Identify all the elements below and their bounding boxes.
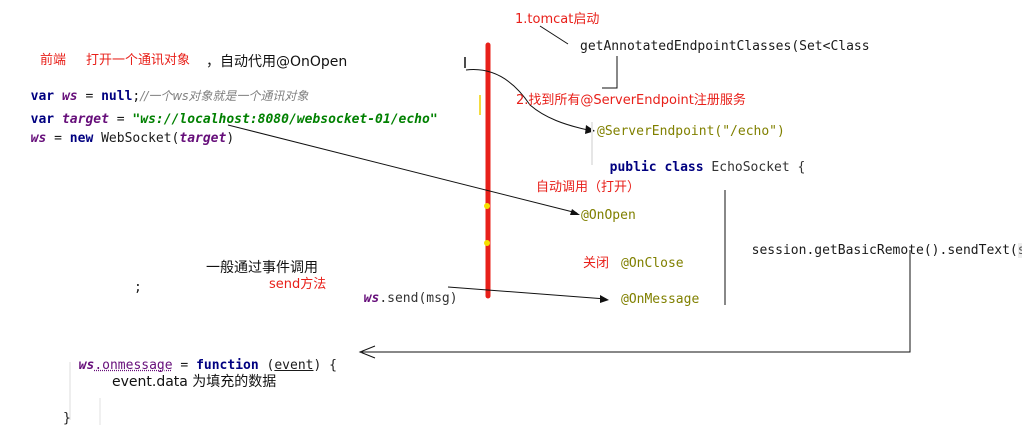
js-line-3: ws = new WebSocket(target): [30, 131, 235, 146]
arrow-sendtext: [362, 250, 911, 353]
arrow-send: [447, 286, 607, 300]
send-method-label: send方法: [269, 277, 327, 292]
get-endpoints-call: getAnnotatedEndpointClasses(Set<Class: [580, 39, 870, 54]
step2-label: 2.找到所有@ServerEndpoint注册服务: [516, 93, 746, 108]
close-brace: }: [63, 411, 71, 426]
js-line-1: var ws = null;//一个ws对象就是一个通讯对象: [30, 89, 309, 104]
arrow-step2: [602, 56, 618, 89]
arrow-startup: [539, 25, 569, 45]
step1-label: 1.tomcat启动: [515, 12, 600, 27]
on-open-annotation: @OnOpen: [581, 208, 636, 223]
on-message-annotation: @OnMessage: [621, 292, 700, 307]
arrow-open: [227, 124, 578, 214]
send-text-call: session.getBasicRemote().sendText(s: [736, 231, 1022, 258]
on-close-annotation: @OnClose: [621, 256, 684, 271]
class-declaration: public class EchoSocket {: [609, 160, 806, 175]
timeline-marker: [484, 240, 490, 246]
server-endpoint-annotation: @ServerEndpoint("/echo"): [597, 124, 785, 139]
timeline-marker: [484, 203, 490, 209]
onmessage-handler: ws.onmessage = function (event) {: [78, 358, 337, 373]
frontend-note-red: 打开一个通讯对象: [86, 53, 191, 68]
frontend-note-black: ，自动代用@OnOpen: [206, 54, 348, 70]
event-data-note: event.data 为填充的数据: [112, 374, 277, 390]
stray-semicolon: ;: [134, 280, 142, 295]
js-line-2: var target = "ws://localhost:8080/websoc…: [30, 112, 438, 127]
event-note: 一般通过事件调用: [206, 260, 318, 276]
on-close-label: 关闭: [583, 256, 610, 271]
frontend-label: 前端: [40, 53, 67, 68]
arrow-register: [465, 69, 589, 131]
on-open-label: 自动调用（打开）: [536, 180, 641, 195]
ws-send-call: ws.send(msg): [363, 291, 458, 306]
